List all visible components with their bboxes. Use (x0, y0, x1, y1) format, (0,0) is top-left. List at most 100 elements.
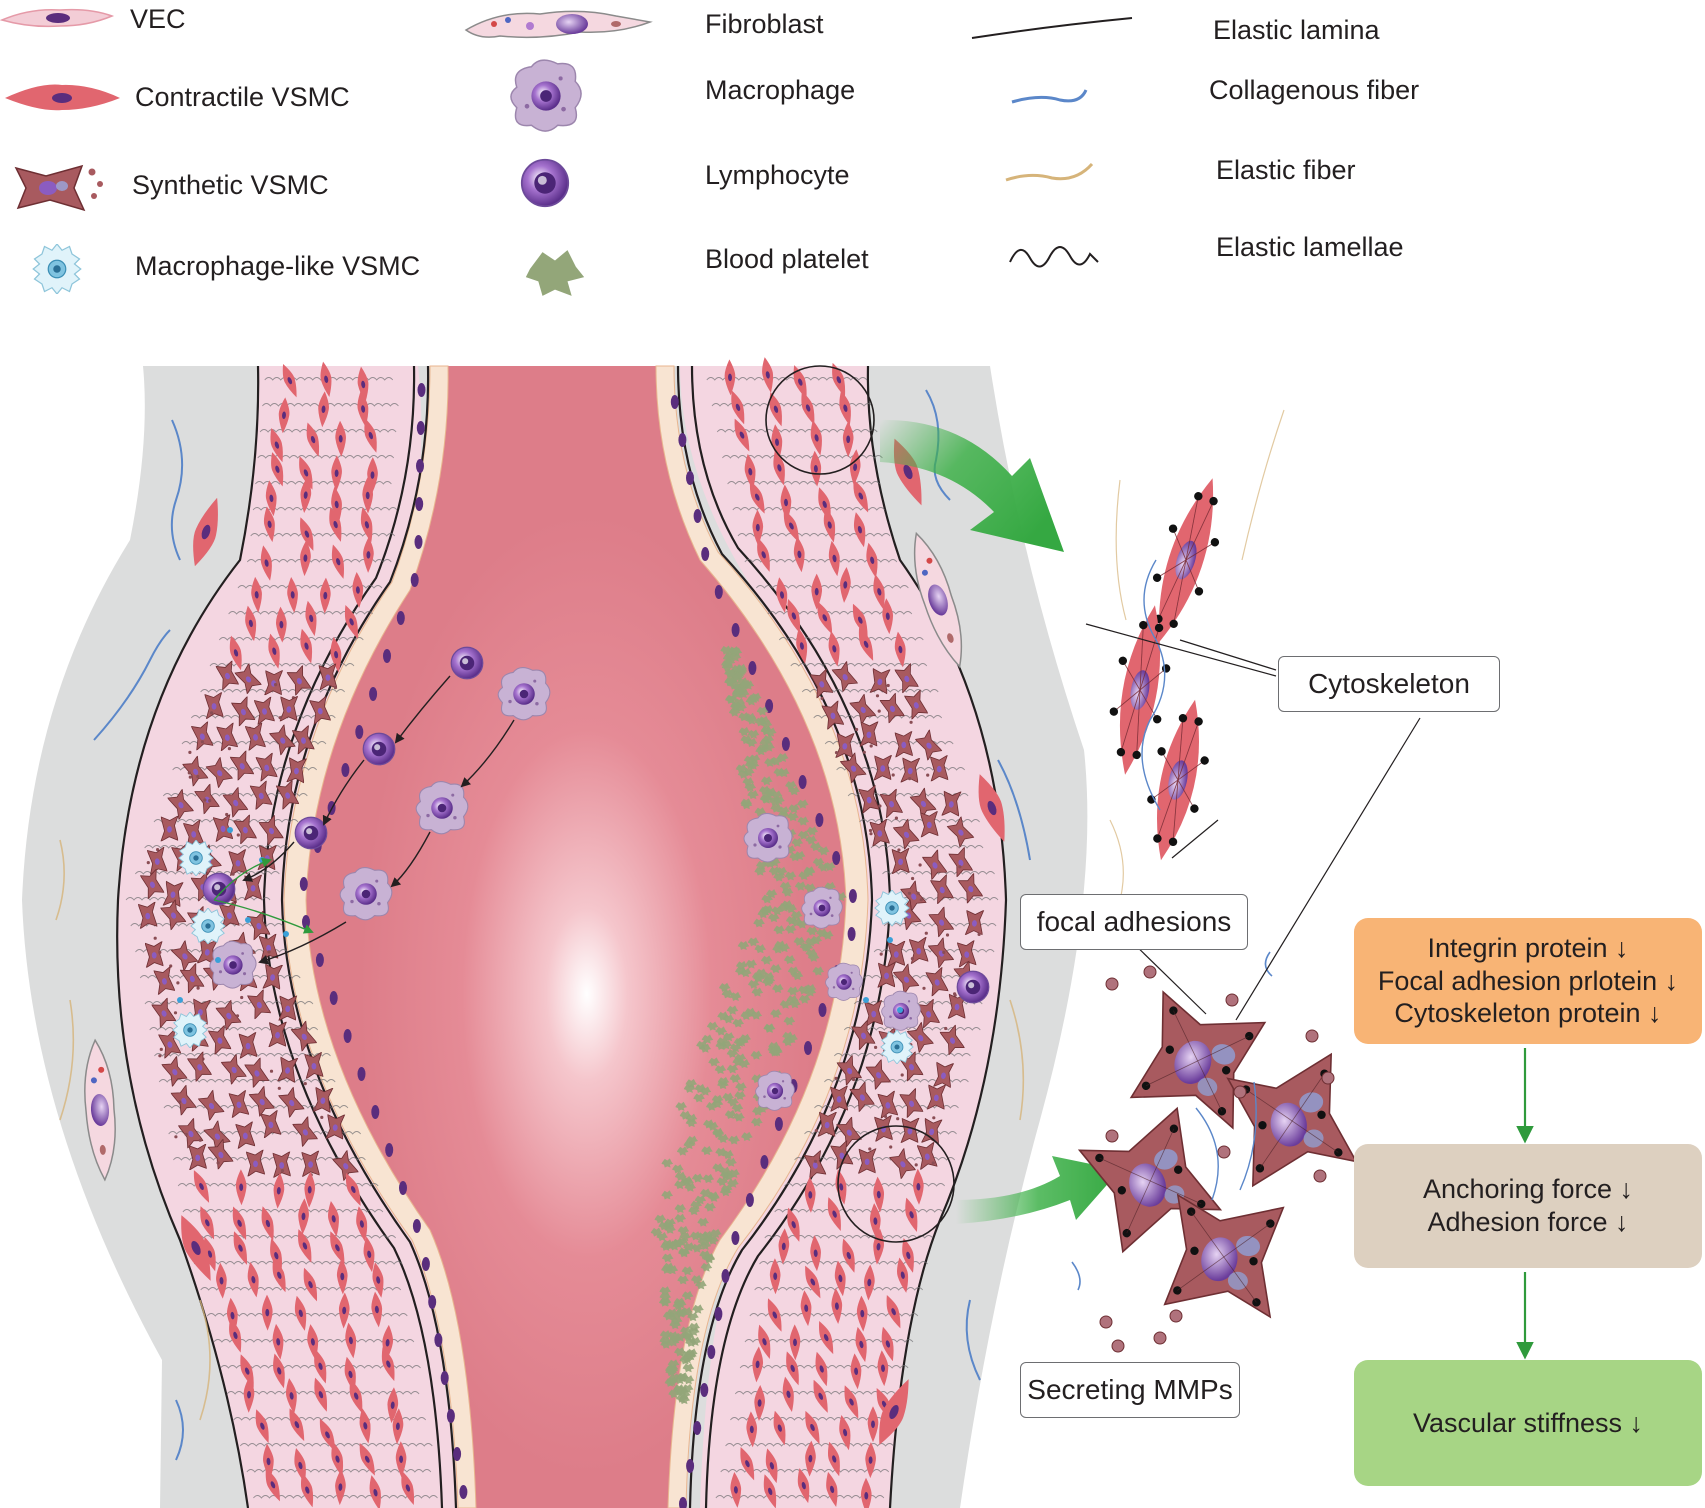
mmp-dot (918, 863, 922, 867)
legend-icons (0, 8, 1133, 296)
mmp-dot (184, 1132, 188, 1136)
legend-elastic-fiber-icon (1005, 162, 1094, 182)
mmp-dot (875, 694, 880, 698)
mmp-dot (868, 1147, 872, 1151)
flow-box2-line1: Anchoring force ↓ (1422, 1174, 1634, 1205)
mmp-dot (862, 750, 866, 754)
vec-nucleus (371, 1105, 380, 1119)
mmp-dot (910, 957, 915, 961)
elastic-lamella (209, 663, 355, 667)
mmp-dot (235, 1014, 240, 1018)
mmp-dot (208, 799, 212, 803)
vec-nucleus (818, 1003, 827, 1017)
mmp-dot (945, 933, 950, 937)
mmp-dot (958, 865, 962, 869)
flow-box-force-decrease: Anchoring force ↓ Adhesion force ↓ (1354, 1144, 1702, 1268)
mmp-dot (931, 1161, 935, 1165)
mmp-dot (932, 1116, 936, 1120)
vec-nucleus (459, 1485, 468, 1499)
elastic-fibers (55, 839, 1025, 1421)
lymphocyte (294, 816, 328, 850)
vec-nucleus (721, 1269, 730, 1283)
vec-nucleus (774, 1117, 783, 1131)
mmp-dot (196, 775, 200, 779)
mmp-dot (953, 992, 957, 996)
mmp-dot (868, 828, 873, 833)
mmp-dot (187, 771, 191, 775)
callout-leaders (1085, 623, 1421, 1021)
mmp-dot (855, 727, 859, 732)
mmp-dot (922, 986, 926, 990)
mmp-dot (891, 773, 895, 777)
contractile-vsmc-inset (1109, 409, 1285, 901)
vec-nucleus (385, 1143, 394, 1157)
macrophage (755, 1070, 795, 1111)
legend-lymphocyte-icon (520, 158, 570, 208)
mmp-dot (919, 898, 923, 902)
mmp-particle (1143, 965, 1157, 979)
mmp-dot (200, 740, 204, 744)
mmp-particle (1233, 1085, 1247, 1099)
flow-box1-line2: Focal adhesion prlotein ↓ (1377, 965, 1679, 996)
legend-label-vec: VEC (130, 4, 186, 34)
mmp-dot (869, 832, 873, 836)
legend-elastic-lamina-icon (971, 17, 1133, 39)
mmp-dot (231, 872, 235, 876)
vec-nucleus (410, 573, 419, 587)
mmp-dot (883, 1114, 888, 1118)
elastic-fiber (1109, 409, 1285, 901)
legend-label-elastic-lamellae: Elastic lamellae (1216, 232, 1404, 262)
vec-nucleus (714, 1307, 723, 1321)
mmp-dot (977, 932, 981, 937)
lymphocyte (450, 646, 484, 680)
mmp-dot (178, 1100, 182, 1104)
adventitia-fibroblast (84, 1038, 116, 1182)
legend-label-contractile-vsmc: Contractile VSMC (135, 82, 350, 112)
mmp-dot (878, 804, 882, 808)
vec-nucleus (355, 725, 364, 739)
elastic-lamella (882, 871, 995, 875)
cytokine-dots (177, 827, 903, 1013)
lymphocyte (202, 872, 236, 906)
collagen-fiber (1195, 1081, 1257, 1201)
mmp-dot (320, 1115, 324, 1119)
vec-nucleus (416, 459, 424, 473)
elastic-lamella (125, 897, 271, 901)
vec-nucleus (693, 509, 702, 523)
flow-box1-line1: Integrin protein ↓ (1427, 932, 1629, 963)
callout-secreting-mmps: Secreting MMPs (1020, 1362, 1240, 1418)
mmp-dot (240, 995, 244, 1000)
vec-nucleus (686, 471, 694, 485)
elastic-lamella (870, 845, 984, 849)
mmp-dot (274, 683, 278, 687)
legend-synthetic-vsmc-icon (14, 164, 103, 212)
mmp-dot (886, 683, 890, 688)
vec-nucleus (383, 649, 391, 663)
vec-nucleus (440, 1371, 449, 1385)
mmp-particle (1153, 1331, 1167, 1345)
callout-cytoskeleton: Cytoskeleton (1278, 656, 1500, 712)
mmp-dot (159, 1047, 163, 1051)
lymphocyte (362, 732, 396, 766)
flow-box1-line3: Cytoskeleton protein ↓ (1394, 998, 1662, 1029)
vec-nucleus (804, 1041, 812, 1055)
mmp-dot (210, 711, 214, 715)
mmp-dot (173, 1011, 178, 1015)
macrophage (209, 940, 257, 989)
mmp-dot (926, 773, 930, 777)
vec-nucleus (701, 547, 710, 561)
mmp-particle (1099, 1315, 1113, 1329)
mmp-dot (198, 1138, 202, 1142)
vec-nucleus (847, 927, 856, 941)
mmp-dot (924, 931, 928, 935)
vessel (22, 356, 1088, 1508)
mmp-dot (877, 709, 881, 713)
vec-nucleus (434, 1333, 443, 1347)
vec-nucleus (693, 1421, 702, 1435)
mmp-particle (1305, 1029, 1319, 1043)
vec-nucleus (417, 383, 426, 397)
mmp-dot (879, 952, 883, 956)
mmp-dot (269, 1069, 274, 1073)
mmp-particle (1217, 1145, 1231, 1159)
mmp-dot (908, 777, 912, 781)
